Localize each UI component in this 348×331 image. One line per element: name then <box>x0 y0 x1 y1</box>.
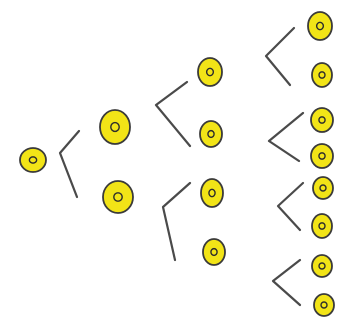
cell-body <box>100 110 130 144</box>
cell <box>201 179 223 207</box>
branch-line <box>269 113 303 161</box>
cell-body <box>312 214 332 238</box>
cell-body <box>103 181 133 213</box>
cell-body <box>198 58 222 86</box>
branch-line <box>60 131 79 197</box>
branch-line <box>266 28 294 85</box>
cell <box>312 214 332 238</box>
cell <box>100 110 130 144</box>
branch-lines <box>60 28 303 305</box>
cell-body <box>203 239 225 265</box>
cell <box>313 177 333 199</box>
cell <box>308 12 332 40</box>
cell <box>20 148 46 172</box>
cell <box>312 255 332 277</box>
cell-body <box>312 63 332 87</box>
cell-body <box>314 294 334 316</box>
branch-line <box>278 183 303 230</box>
cell-body <box>308 12 332 40</box>
cell-body <box>311 144 333 168</box>
cell <box>311 144 333 168</box>
cell <box>314 294 334 316</box>
cell-body <box>313 177 333 199</box>
cell <box>312 63 332 87</box>
cell <box>311 108 333 132</box>
cell-body <box>311 108 333 132</box>
branch-line <box>156 82 190 146</box>
cell-body <box>200 121 222 147</box>
cell-body <box>201 179 223 207</box>
cell <box>200 121 222 147</box>
cell-body <box>20 148 46 172</box>
cell <box>198 58 222 86</box>
branch-line <box>163 183 190 260</box>
cell <box>203 239 225 265</box>
branch-line <box>273 260 300 305</box>
cell-body <box>312 255 332 277</box>
cell <box>103 181 133 213</box>
